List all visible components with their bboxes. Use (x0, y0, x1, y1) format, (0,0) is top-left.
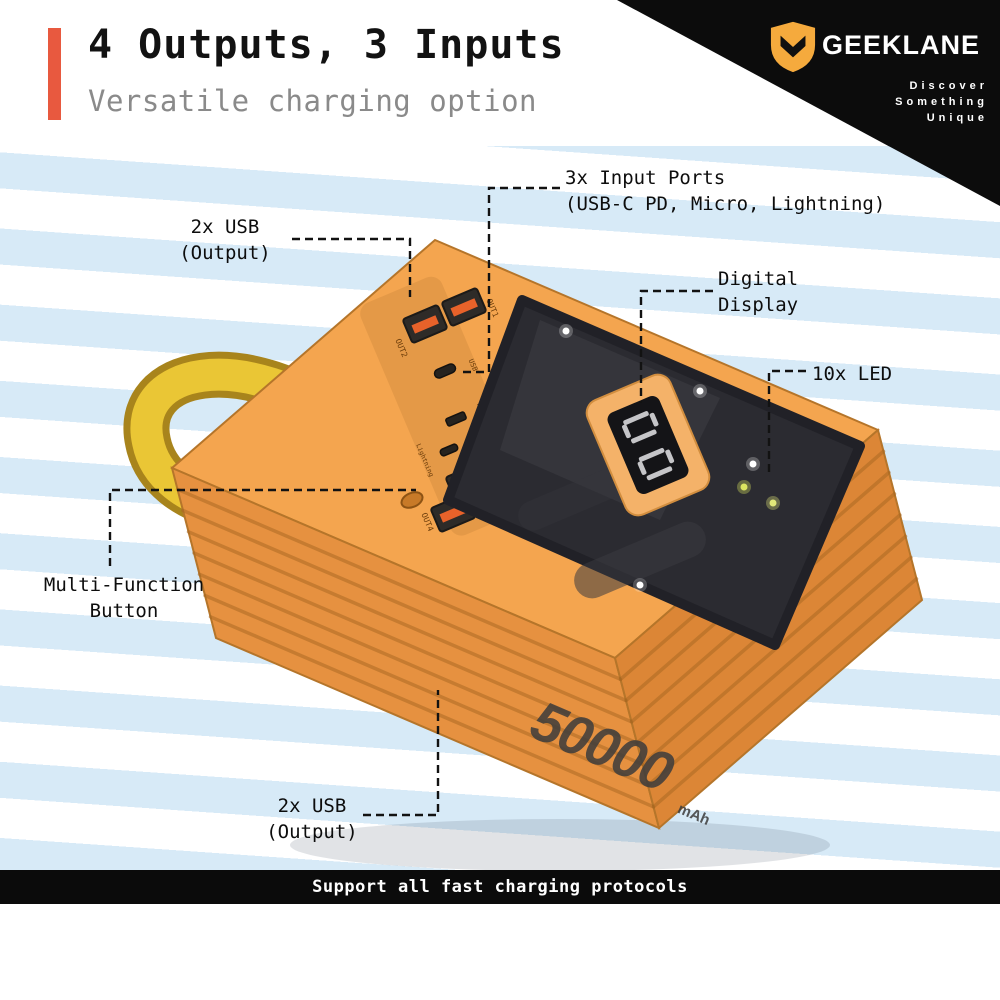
protocol-banner: Support all fast charging protocols (0, 870, 1000, 904)
page-subtitle: Versatile charging option (88, 84, 537, 118)
usb-a-port-out2 (402, 304, 448, 344)
callout-line: (USB-C PD, Micro, Lightning) (565, 193, 886, 216)
brand-tagline-line: Discover (909, 80, 988, 92)
white-led (749, 460, 757, 468)
callout-line: Digital (718, 268, 799, 290)
callout-led: 10x LED (812, 361, 892, 387)
protocol-banner-text: Support all fast charging protocols (312, 877, 688, 897)
yellow-led (740, 483, 748, 491)
lightning-port (439, 443, 459, 457)
white-led (562, 327, 570, 335)
callout-line: 2x USB (277, 795, 347, 817)
multi-function-button (400, 491, 424, 509)
callout-line: (Output) (266, 821, 358, 844)
brand-tagline-line: Something (895, 96, 988, 108)
brand-name: GEEKLANE (822, 30, 981, 60)
digital-display (585, 373, 711, 517)
usb-a-port-out1 (441, 287, 487, 327)
callout-multi-function-button: Multi-Function Button (36, 572, 212, 624)
leader-line-usb-bottom (363, 690, 440, 817)
led-lights (559, 324, 780, 592)
callout-line: 10x LED (812, 363, 893, 385)
display-segments (622, 411, 675, 481)
callout-line: Button (89, 600, 159, 623)
page-title: 4 Outputs, 3 Inputs (88, 22, 565, 68)
callout-input-ports: 3x Input Ports (USB-C PD, Micro, Lightni… (565, 165, 885, 217)
usb-c-port (433, 363, 457, 379)
callout-line: Multi-Function (43, 574, 205, 596)
battery-cell (574, 521, 706, 599)
yellow-led (769, 499, 777, 507)
callout-line: Display (718, 294, 799, 317)
brand-tagline-line: Unique (926, 112, 988, 124)
leader-line-display (639, 289, 713, 403)
accent-bar (48, 28, 61, 120)
battery-cell (518, 469, 622, 531)
brand-tagline: Discover Something Unique (895, 78, 988, 126)
callout-usb-output-top: 2x USB (Output) (160, 214, 290, 266)
leader-line-button (108, 488, 416, 566)
protocol-badges-row: QC 3.0 VOOC FLASH CHARGE WarP CHARGE 30 … (0, 904, 1000, 1000)
leader-line-inputs (460, 186, 560, 374)
white-led (636, 581, 644, 589)
front-rib-lines (175, 487, 656, 809)
callout-line: 3x Input Ports (565, 167, 726, 189)
callout-digital-display: Digital Display (718, 266, 798, 318)
device-shadow (290, 819, 830, 871)
leader-line-led (767, 369, 806, 477)
callout-line: (Output) (179, 242, 271, 265)
callout-usb-output-bottom: 2x USB (Output) (252, 793, 372, 845)
callout-line: 2x USB (190, 216, 260, 238)
leader-line-usb-top (292, 237, 412, 297)
brand-shield-icon (769, 20, 817, 74)
leader-lines (108, 186, 806, 817)
white-led (696, 387, 704, 395)
micro-usb-port (445, 411, 467, 427)
